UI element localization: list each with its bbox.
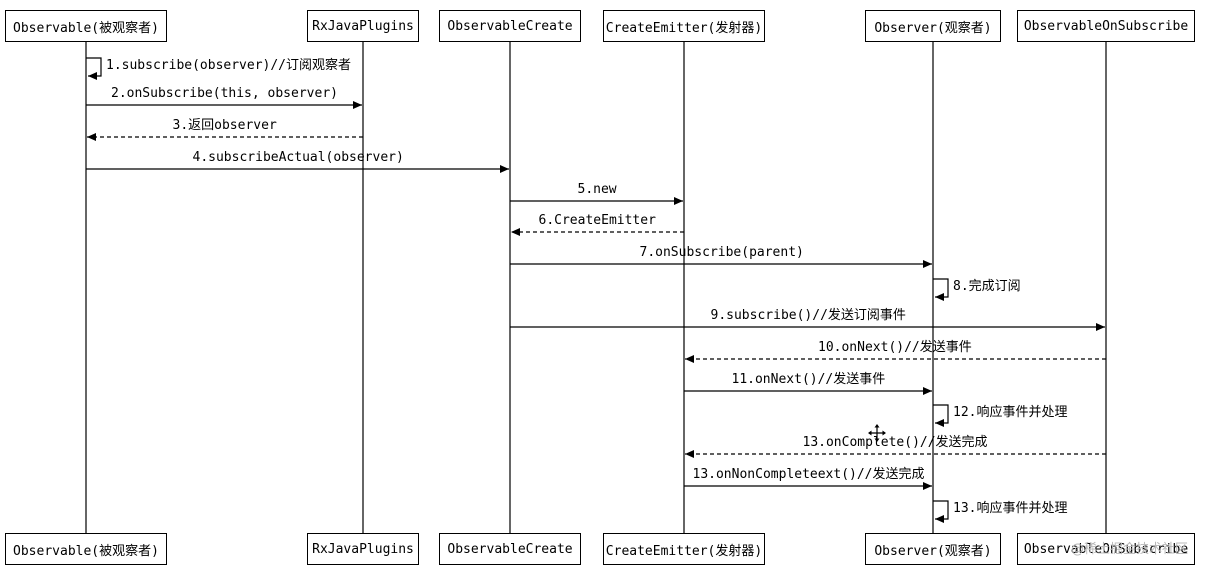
participant-createemitter-bottom: CreateEmitter(发射器) xyxy=(603,533,765,565)
message-label: 4.subscribeActual(observer) xyxy=(192,150,404,165)
message-label: 12.响应事件并处理 xyxy=(953,405,1068,420)
message-label: 9.subscribe()//发送订阅事件 xyxy=(710,308,906,323)
message-label: 3.返回observer xyxy=(172,118,277,133)
message-label: 13.响应事件并处理 xyxy=(953,501,1068,516)
participant-rxjavaplugins-top: RxJavaPlugins xyxy=(307,10,419,42)
message-label: 13.onComplete()//发送完成 xyxy=(802,435,988,450)
self-message-arrow xyxy=(933,500,949,523)
message-label: 7.onSubscribe(parent) xyxy=(639,245,804,260)
self-message-arrow xyxy=(933,404,949,427)
participant-observableonsubscribe-top: ObservableOnSubscribe xyxy=(1017,10,1195,42)
self-message-arrow xyxy=(86,57,102,80)
participant-rxjavaplugins-bottom: RxJavaPlugins xyxy=(307,533,419,565)
message-label: 6.CreateEmitter xyxy=(538,213,656,228)
participant-observable-top: Observable(被观察者) xyxy=(5,10,167,42)
participant-observer-top: Observer(观察者) xyxy=(865,10,1001,42)
participant-createemitter-top: CreateEmitter(发射器) xyxy=(603,10,765,42)
participant-observablecreate-bottom: ObservableCreate xyxy=(439,533,581,565)
move-cursor-icon xyxy=(868,424,886,442)
message-label: 11.onNext()//发送事件 xyxy=(731,372,886,387)
participant-observableonsubscribe-bottom: ObservableOnSubscribe xyxy=(1017,533,1195,565)
message-label: 8.完成订阅 xyxy=(953,279,1021,294)
message-label: 13.onNonCompleteext()//发送完成 xyxy=(692,467,925,482)
self-message-arrow xyxy=(933,278,949,301)
message-label: 10.onNext()//发送事件 xyxy=(818,340,972,355)
message-label: 5.new xyxy=(577,182,617,197)
participant-observable-bottom: Observable(被观察者) xyxy=(5,533,167,565)
watermark: @稀土掘金技术社区 xyxy=(1070,542,1188,557)
participant-observablecreate-top: ObservableCreate xyxy=(439,10,581,42)
message-label: 2.onSubscribe(this, observer) xyxy=(111,86,338,101)
message-label: 1.subscribe(observer)//订阅观察者 xyxy=(106,58,352,73)
participant-observer-bottom: Observer(观察者) xyxy=(865,533,1001,565)
